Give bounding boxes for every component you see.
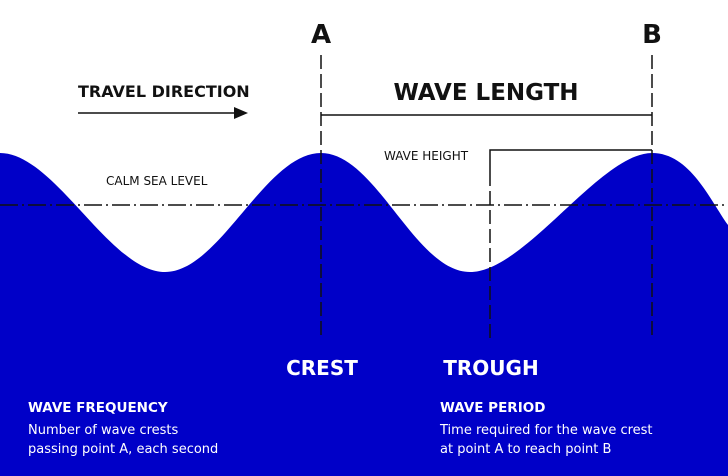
wave-period-line-1: Time required for the wave crest <box>439 423 653 438</box>
wave-height-bracket <box>489 149 652 172</box>
wave-height-label: WAVE HEIGHT <box>384 149 469 163</box>
wave-frequency-title: WAVE FREQUENCY <box>28 400 168 416</box>
water-body <box>0 153 728 476</box>
trough-label: TROUGH <box>443 356 538 380</box>
arrow-head-icon <box>234 107 248 119</box>
point-b-label: B <box>642 20 662 50</box>
wave-frequency-line-1: Number of wave crests <box>28 423 179 438</box>
travel-direction-label: TRAVEL DIRECTION <box>78 82 250 101</box>
wave-period-title: WAVE PERIOD <box>440 400 545 416</box>
wave-length-label: WAVE LENGTH <box>393 80 578 106</box>
wave-period-line-2: at point A to reach point B <box>440 442 611 457</box>
crest-label: CREST <box>286 356 358 380</box>
wave-frequency-line-2: passing point A, each second <box>28 442 218 457</box>
point-a-label: A <box>311 20 331 50</box>
calm-sea-level-label: CALM SEA LEVEL <box>106 174 208 188</box>
